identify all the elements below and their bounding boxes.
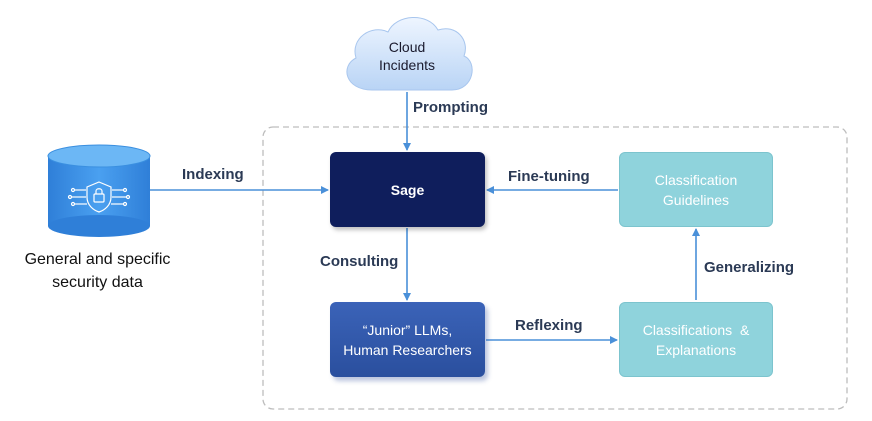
junior-llms-node: “Junior” LLMs, Human Researchers <box>330 302 485 377</box>
edge-label-generalizing: Generalizing <box>704 259 795 276</box>
edge-label-indexing: Indexing <box>182 166 244 183</box>
guidelines-label-line2: Guidelines <box>662 191 730 208</box>
edge-label-prompting: Prompting <box>413 99 488 116</box>
classifications-explanations-node: Classifications & Explanations <box>619 302 773 377</box>
security-data-label: General and specific security data <box>10 248 185 294</box>
junior-label-line1: “Junior” LLMs, <box>362 321 453 338</box>
explanations-label-line2: Explanations <box>655 341 737 358</box>
dashed-container <box>262 126 848 410</box>
edge-label-consulting: Consulting <box>320 253 399 270</box>
sage-node: Sage <box>330 152 485 227</box>
db-label-line2: security data <box>52 274 143 291</box>
shield-lock-icon <box>67 181 131 213</box>
database-icon <box>47 144 151 237</box>
guidelines-label-line1: Classification <box>654 171 738 188</box>
cloud-label-line1: Cloud <box>388 39 426 55</box>
edge-label-reflexing: Reflexing <box>515 317 583 334</box>
cloud-icon <box>346 17 473 91</box>
junior-label-line2: Human Researchers <box>343 341 472 358</box>
cloud-label-line2: Incidents <box>378 57 436 73</box>
sage-label: Sage <box>390 181 425 198</box>
edge-label-fine-tuning: Fine-tuning <box>508 168 590 185</box>
db-label-line1: General and specific <box>24 251 171 268</box>
classification-guidelines-node: Classification Guidelines <box>619 152 773 227</box>
cloud-incidents-label: Cloud Incidents <box>355 38 459 74</box>
explanations-label-line1: Classifications & <box>642 321 750 338</box>
